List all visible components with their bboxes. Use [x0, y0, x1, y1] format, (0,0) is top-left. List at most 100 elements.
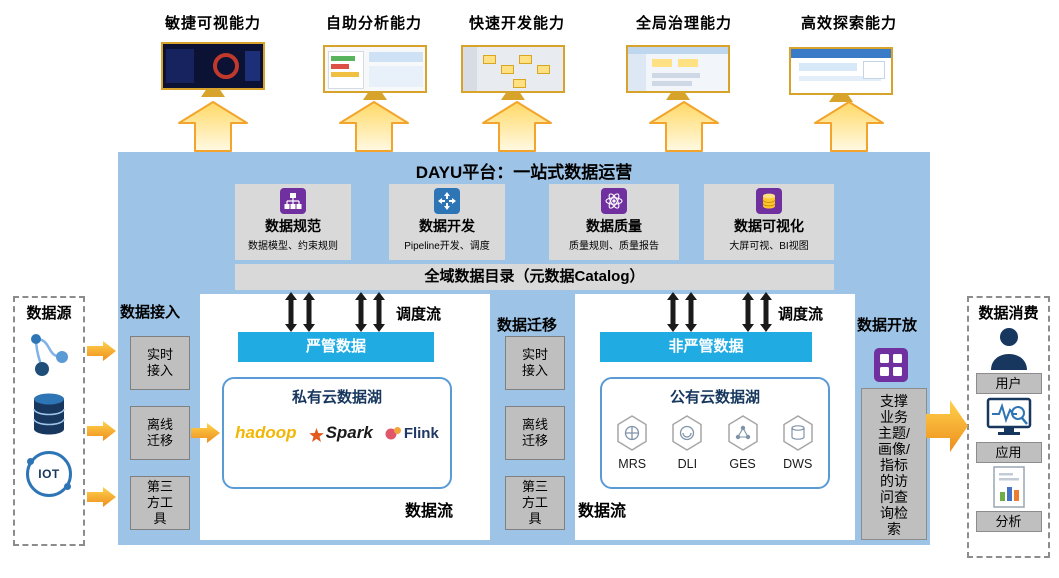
consumption-label-analysis: 分析 [975, 511, 1042, 532]
flink-squirrel-icon [385, 427, 401, 440]
flow-nodes-icon [31, 334, 68, 376]
consumption-items: 用户 应用 分析 [969, 326, 1048, 532]
spark-logo: Spark [308, 423, 373, 443]
service-mrs: MRS [607, 415, 657, 471]
bar-chart-icon [992, 466, 1025, 508]
capability-label-efficient-explore: 高效探索能力 [800, 15, 897, 32]
service-dli: DLI [662, 415, 712, 471]
iot-label: IOT [38, 467, 60, 481]
platform-title: DAYU平台：一站式数据运营 [415, 163, 633, 182]
module-name: 数据开发 [419, 218, 475, 234]
open-title: 数据开放 [857, 317, 918, 334]
data-consumption-box: 数据消费 用户 应用 分析 [967, 296, 1050, 558]
service-label: DLI [677, 457, 698, 471]
monitor-screen [323, 45, 427, 93]
monitor-analytics-screenshot [323, 45, 427, 100]
ingest-title: 数据接入 [120, 304, 181, 321]
gray-box-label: 实时接入 [146, 346, 173, 378]
platform-to-consumption-arrow [926, 398, 970, 459]
up-arrow [648, 101, 720, 152]
module-data-standards: 数据规范 数据模型、约束规则 [235, 184, 351, 260]
sitemap-icon [280, 188, 306, 214]
service-label: MRS [618, 457, 647, 471]
migration-item-realtime: 实时接入 [505, 336, 565, 390]
monitor-screen [161, 42, 265, 90]
gray-box-label: 离线迁移 [146, 416, 173, 448]
monitor-governance-screenshot [626, 45, 730, 100]
capability-label-rapid-dev: 快速开发能力 [468, 15, 565, 32]
gray-box-label: 第三方工具 [146, 478, 173, 527]
database-icon [756, 188, 782, 214]
ingest-to-lake-arrow [191, 422, 221, 449]
module-name: 数据质量 [586, 218, 642, 234]
monitor-pipeline-screenshot [461, 45, 565, 100]
module-data-development: 数据开发 Pipeline开发、调度 [389, 184, 505, 260]
capability-label-global-governance: 全局治理能力 [635, 15, 732, 32]
atom-icon [601, 188, 627, 214]
catalog-bar: 全域数据目录（元数据Catalog） [235, 264, 834, 290]
iot-circle-icon: IOT [26, 451, 72, 497]
data-flow-label: 数据流 [405, 503, 454, 520]
module-name: 数据规范 [265, 218, 321, 234]
scheduling-flow-label: 调度流 [396, 306, 442, 323]
spark-logo-text: Spark [325, 423, 373, 442]
consumption-title: 数据消费 [978, 305, 1039, 322]
monitor-screen [626, 45, 730, 93]
service-ges: GES [718, 415, 768, 471]
data-source-box: 数据源 IOT [13, 296, 85, 546]
user-icon [990, 328, 1027, 370]
app-grid-icon [874, 348, 908, 387]
strict-data-bar: 严管数据 [238, 332, 434, 362]
monitor-screen [789, 47, 893, 95]
scheduling-flow-label: 调度流 [778, 306, 824, 323]
consumption-label-app: 应用 [975, 442, 1042, 463]
migration-title: 数据迁移 [497, 317, 558, 334]
source-icons: IOT [15, 331, 83, 497]
source-to-platform-arrow [87, 340, 117, 367]
monitor-stand [201, 90, 225, 97]
migration-item-thirdparty: 第三方工具 [505, 476, 565, 530]
capability-label-self-analysis: 自助分析能力 [325, 15, 422, 32]
migration-item-offline: 离线迁移 [505, 406, 565, 460]
spark-star-icon [308, 428, 324, 442]
monitor-stand [363, 93, 387, 100]
source-to-platform-arrow [87, 420, 117, 447]
gray-box-label: 离线迁移 [521, 416, 548, 448]
ingest-item-thirdparty: 第三方工具 [130, 476, 190, 530]
monitor-pulse-icon [986, 397, 1031, 435]
data-flow-label: 数据流 [578, 503, 627, 520]
monitor-dashboard-screenshot [161, 42, 265, 97]
up-arrow [177, 101, 249, 152]
service-label: DWS [783, 457, 813, 471]
module-subtitle: 数据模型、约束规则 [248, 241, 338, 252]
capability-label-agile-visual: 敏捷可视能力 [164, 15, 261, 32]
up-arrow [813, 101, 885, 152]
ingest-item-offline: 离线迁移 [130, 406, 190, 460]
gray-box-label: 第三方工具 [521, 478, 548, 527]
hadoop-logo: hadoop [235, 423, 297, 442]
private-cloud-lake: 私有云数据湖 hadoop Spark Flink [222, 377, 452, 489]
flink-logo: Flink [385, 425, 439, 442]
gray-box-label: 实时接入 [521, 346, 548, 378]
monitor-screen [461, 45, 565, 93]
private-lake-title: 私有云数据湖 [291, 389, 382, 406]
ingest-item-realtime: 实时接入 [130, 336, 190, 390]
up-arrow [481, 101, 553, 152]
private-lake-logos: hadoop Spark Flink [224, 423, 450, 443]
service-label: GES [729, 457, 756, 471]
hexagon-icon [617, 415, 647, 451]
monitor-stand [666, 93, 690, 100]
source-to-platform-arrow [87, 486, 117, 513]
module-name: 数据可视化 [734, 218, 804, 234]
up-arrow [338, 101, 410, 152]
monitor-stand [501, 93, 525, 100]
hexagon-icon [727, 415, 758, 451]
source-title: 数据源 [26, 305, 72, 322]
module-data-visualization: 数据可视化 大屏可视、BI视图 [704, 184, 834, 260]
scheduling-double-arrow [740, 292, 774, 332]
monitor-explore-screenshot [789, 47, 893, 102]
module-subtitle: 质量规则、质量报告 [569, 241, 659, 252]
database-stack-icon [33, 393, 65, 435]
module-subtitle: 大屏可视、BI视图 [729, 241, 809, 252]
